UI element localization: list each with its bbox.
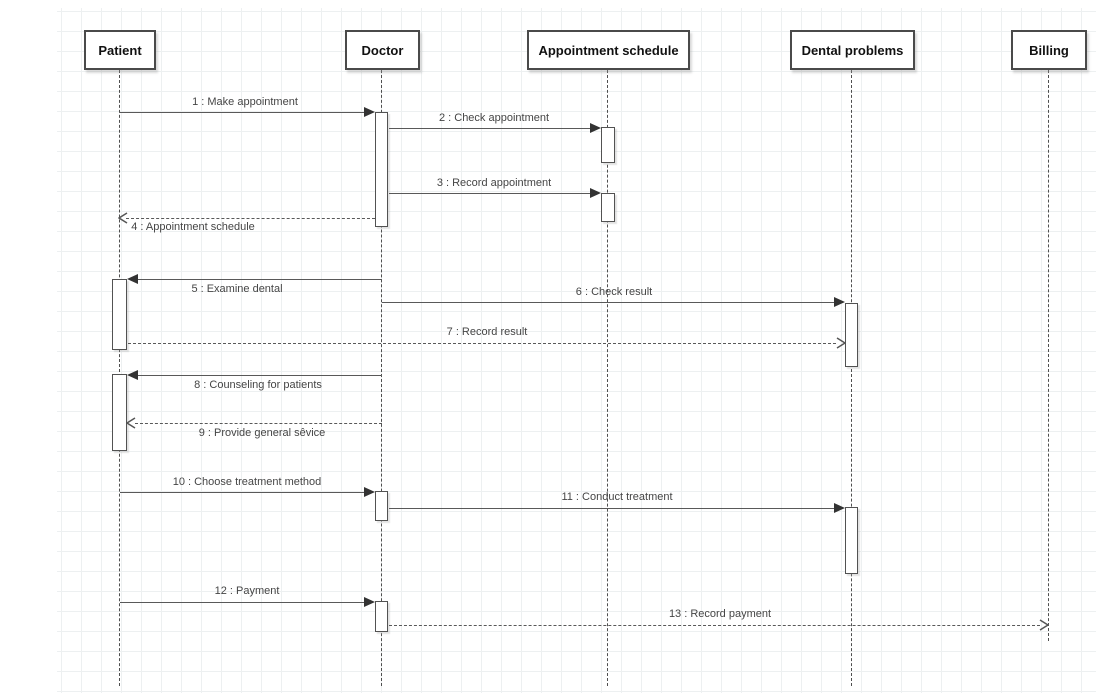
message-1-line	[120, 112, 364, 113]
message-2-line	[389, 128, 590, 129]
message-5-label: 5 : Examine dental	[191, 283, 283, 295]
message-12-label: 12 : Payment	[214, 585, 280, 597]
message-10-label: 10 : Choose treatment method	[172, 476, 322, 488]
message-2-label: 2 : Check appointment	[438, 112, 550, 124]
message-7-line	[128, 343, 836, 344]
message-8-label: 8 : Counseling for patients	[194, 379, 322, 391]
arrowhead-filled-right-icon	[590, 123, 601, 133]
message-9-label: 9 : Provide general sêvice	[198, 427, 326, 439]
message-4-label: 4 : Appointment schedule	[131, 221, 255, 233]
message-4-line	[126, 218, 375, 219]
lifeline-doctor	[381, 70, 382, 686]
arrowhead-filled-left-icon	[127, 274, 138, 284]
arrowhead-open-left-icon	[126, 417, 136, 429]
activation-bar-dental-2	[845, 507, 858, 574]
arrowhead-filled-right-icon	[364, 107, 375, 117]
message-3-line	[389, 193, 590, 194]
message-11-line	[389, 508, 834, 509]
activation-bar-patient-2	[112, 374, 127, 451]
message-8-line	[138, 375, 382, 376]
arrowhead-filled-right-icon	[834, 297, 845, 307]
message-3-label: 3 : Record appointment	[436, 177, 552, 189]
actor-label: Dental problems	[801, 42, 904, 58]
activation-bar-appointment-1	[601, 127, 615, 163]
actor-box-patient: Patient	[84, 30, 156, 70]
actor-label: Doctor	[361, 42, 404, 58]
activation-bar-doctor-2	[375, 491, 388, 521]
lifeline-appointment-schedule	[607, 70, 608, 686]
actor-label: Patient	[98, 42, 142, 58]
activation-bar-doctor-1	[375, 112, 388, 227]
arrowhead-open-right-icon	[1039, 619, 1049, 631]
message-6-line	[382, 302, 834, 303]
activation-bar-patient-1	[112, 279, 127, 350]
lifeline-billing	[1048, 70, 1049, 641]
message-9-line	[135, 423, 382, 424]
actor-box-dental-problems: Dental problems	[790, 30, 915, 70]
actor-box-appointment-schedule: Appointment schedule	[527, 30, 690, 70]
message-6-label: 6 : Check result	[575, 286, 653, 298]
activation-bar-appointment-2	[601, 193, 615, 222]
message-10-line	[120, 492, 364, 493]
actor-box-doctor: Doctor	[345, 30, 420, 70]
message-7-label: 7 : Record result	[446, 326, 528, 338]
actor-label: Appointment schedule	[538, 42, 679, 58]
lifeline-dental-problems	[851, 70, 852, 686]
activation-bar-doctor-3	[375, 601, 388, 632]
message-1-label: 1 : Make appointment	[192, 96, 298, 108]
message-13-line	[389, 625, 1040, 626]
actor-label: Billing	[1029, 42, 1069, 58]
arrowhead-filled-right-icon	[590, 188, 601, 198]
arrowhead-open-left-icon	[118, 212, 128, 224]
message-5-line	[138, 279, 382, 280]
arrowhead-filled-left-icon	[127, 370, 138, 380]
arrowhead-filled-right-icon	[834, 503, 845, 513]
message-12-line	[120, 602, 364, 603]
message-13-label: 13 : Record payment	[668, 608, 772, 620]
activation-bar-dental-1	[845, 303, 858, 367]
arrowhead-filled-right-icon	[364, 597, 375, 607]
message-11-label: 11 : Conduct treatment	[561, 491, 673, 503]
arrowhead-filled-right-icon	[364, 487, 375, 497]
grid-background	[57, 8, 1096, 693]
actor-box-billing: Billing	[1011, 30, 1087, 70]
arrowhead-open-right-icon	[836, 337, 846, 349]
